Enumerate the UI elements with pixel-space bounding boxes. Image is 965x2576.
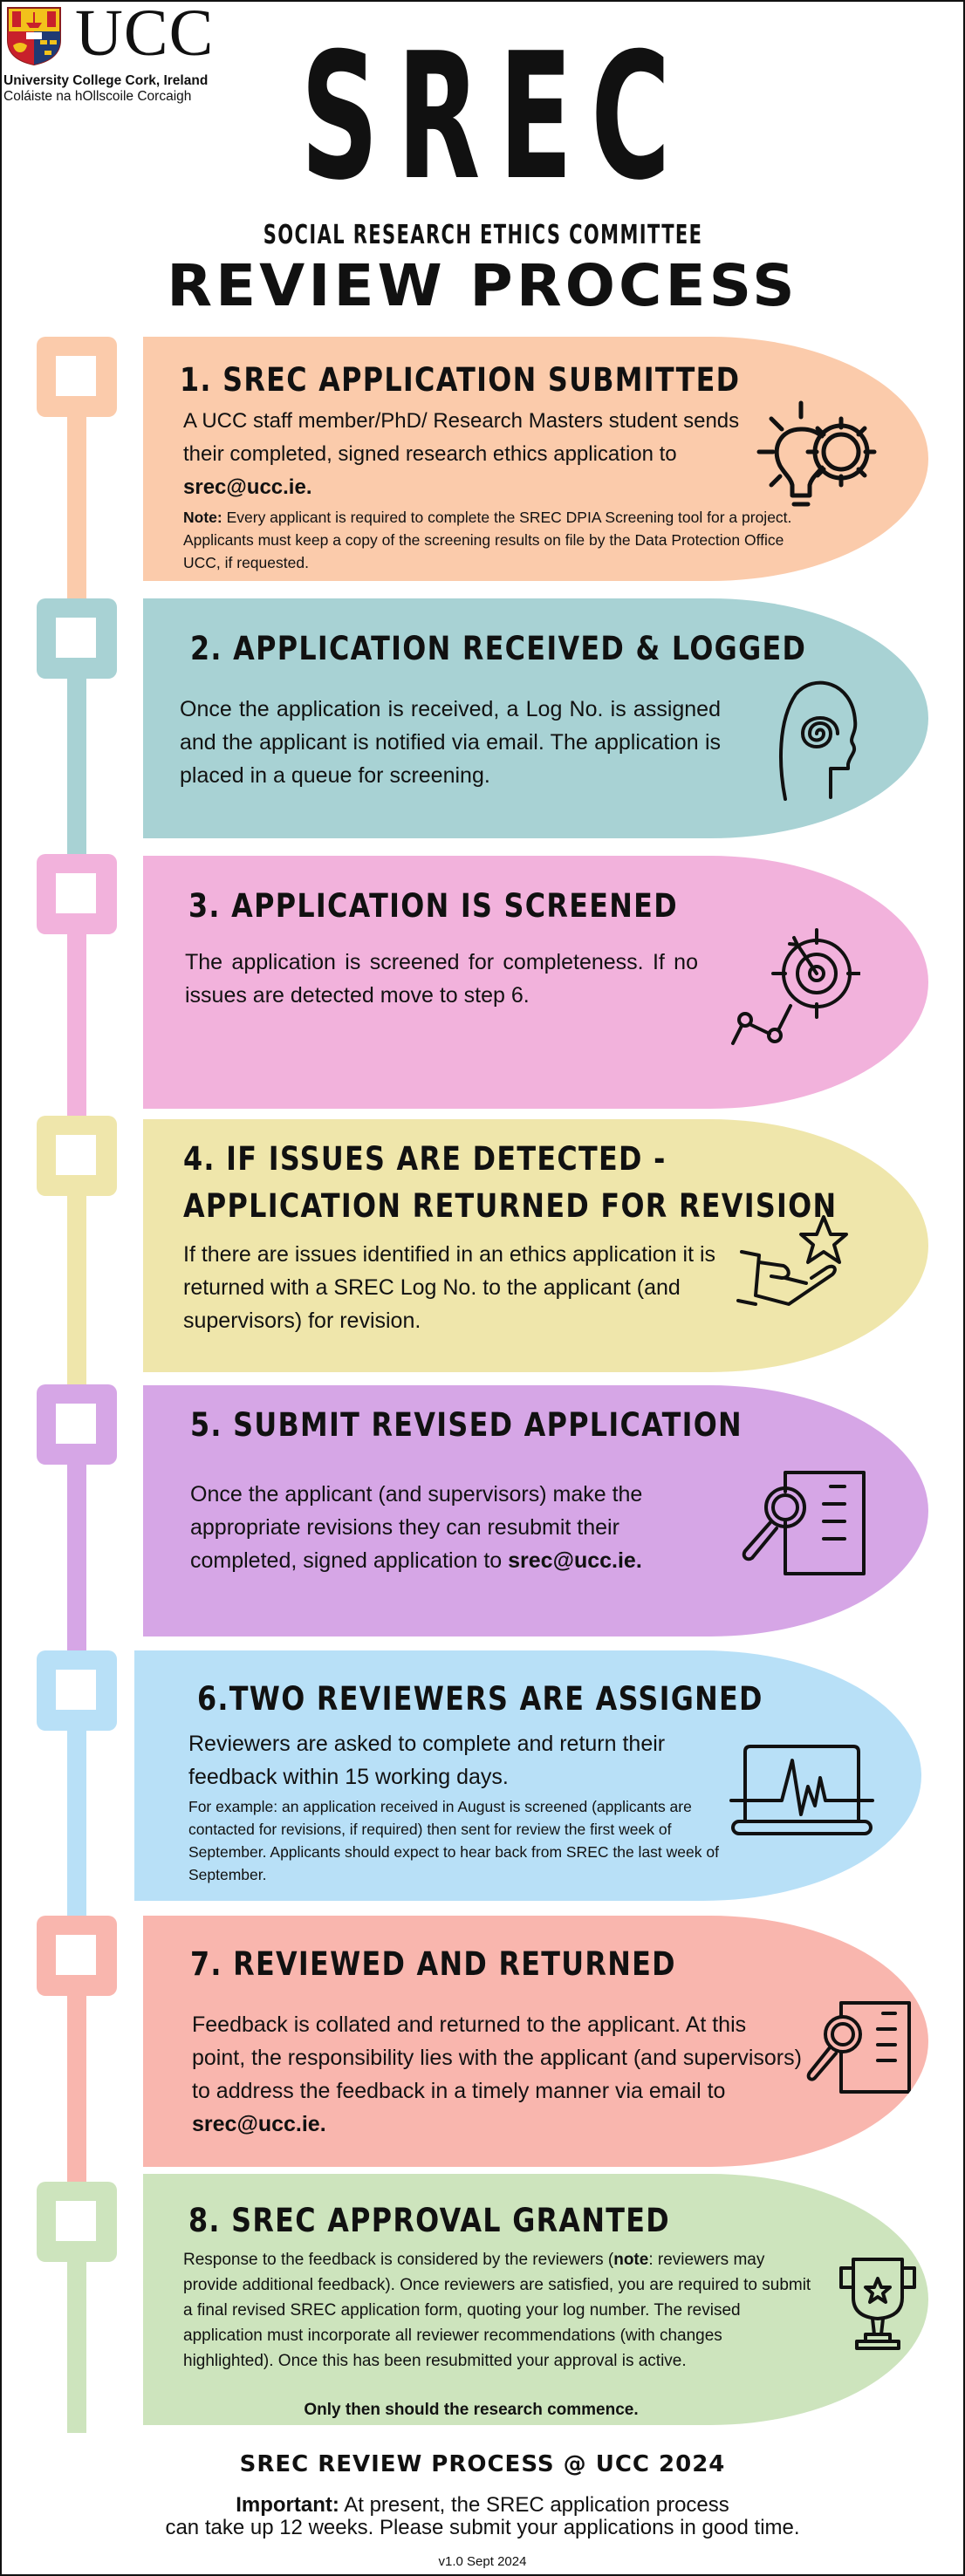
step-body: A UCC staff member/PhD/ Research Masters… <box>183 409 740 499</box>
step-body: The application is screened for complete… <box>185 950 698 1008</box>
step-body: If there are issues identified in an eth… <box>183 1242 716 1333</box>
step-title: 6.TWO REVIEWERS ARE ASSIGNED <box>197 1680 763 1718</box>
timeline-node-hole <box>56 1135 96 1175</box>
timeline-node-hole <box>56 873 96 913</box>
step-title: 1. SREC APPLICATION SUBMITTED <box>180 361 741 399</box>
ucc-name-irish: Coláiste na hOllscoile Corcaigh <box>3 89 192 104</box>
step-title-line2: APPLICATION RETURNED FOR REVISION <box>183 1187 838 1225</box>
document-search-icon <box>804 1999 914 2095</box>
step-card-2: 2. APPLICATION RECEIVED & LOGGED Once th… <box>143 598 928 838</box>
timeline-stem-8 <box>67 2260 86 2433</box>
timeline-node-2 <box>37 598 117 679</box>
step-card-6: 6.TWO REVIEWERS ARE ASSIGNED Reviewers a… <box>134 1650 921 1901</box>
important-note: Important: At present, the SREC applicat… <box>165 2493 800 2539</box>
lightbulb-gear-icon <box>754 398 885 511</box>
trophy-star-icon <box>834 2254 921 2350</box>
timeline-stem-7 <box>67 1994 86 2183</box>
head-spiral-icon <box>778 677 866 803</box>
ucc-wordmark: UCC <box>75 0 215 70</box>
step-title: 2. APPLICATION RECEIVED & LOGGED <box>190 630 807 667</box>
step-closing: Only then should the research commence. <box>304 2401 639 2419</box>
email-link[interactable]: srec@ucc.ie. <box>183 475 312 499</box>
timeline-node-5 <box>37 1384 117 1465</box>
target-arrow-icon <box>729 926 860 1048</box>
ucc-logo: UCC University College Cork, Ireland Col… <box>3 0 222 108</box>
step-card-7: 7. REVIEWED AND RETURNED Feedback is col… <box>143 1916 928 2167</box>
step-body: Once the applicant (and supervisors) mak… <box>190 1482 643 1573</box>
timeline-stem-6 <box>67 1729 86 1917</box>
step-body: Feedback is collated and returned to the… <box>192 2012 802 2136</box>
step-card-1: 1. SREC APPLICATION SUBMITTED A UCC staf… <box>143 337 928 581</box>
page-heading: REVIEW PROCESS <box>167 252 798 319</box>
timeline-stem-2 <box>67 677 86 856</box>
timeline-stem-5 <box>67 1463 86 1652</box>
timeline-node-hole <box>56 1404 96 1444</box>
email-link[interactable]: srec@ucc.ie. <box>508 1548 642 1573</box>
step-card-5: 5. SUBMIT REVISED APPLICATION Once the a… <box>143 1385 928 1636</box>
step-title-line1: 4. IF ISSUES ARE DETECTED - <box>183 1140 667 1178</box>
timeline-node-hole <box>56 1935 96 1975</box>
step-body: Reviewers are asked to complete and retu… <box>188 1732 666 1789</box>
step-title: 8. SREC APPROVAL GRANTED <box>188 2202 670 2239</box>
step-note: Note: Every applicant is required to com… <box>183 509 792 571</box>
ucc-name-english: University College Cork, Ireland <box>3 73 209 88</box>
timeline-node-8 <box>37 2182 117 2262</box>
hand-star-icon <box>736 1213 867 1318</box>
step-body: Once the application is received, a Log … <box>180 697 721 788</box>
timeline-stem-1 <box>67 415 86 598</box>
timeline-node-hole <box>56 2201 96 2241</box>
step-title: 5. SUBMIT REVISED APPLICATION <box>190 1406 743 1444</box>
committee-name: SOCIAL RESEARCH ETHICS COMMITTEE <box>263 220 703 250</box>
timeline-node-hole <box>56 618 96 658</box>
timeline-node-hole <box>56 356 96 396</box>
timeline-stem-4 <box>67 1194 86 1385</box>
timeline-node-4 <box>37 1116 117 1196</box>
timeline-node-3 <box>37 854 117 934</box>
step-body: Response to the feedback is considered b… <box>183 2251 811 2370</box>
ucc-crest-icon <box>5 5 63 66</box>
footer-title: SREC REVIEW PROCESS @ UCC 2024 <box>239 2451 726 2477</box>
step-title: 3. APPLICATION IS SCREENED <box>188 887 678 925</box>
version-label: v1.0 Sept 2024 <box>438 2554 527 2569</box>
step-card-4: 4. IF ISSUES ARE DETECTED - APPLICATION … <box>143 1119 928 1372</box>
step-card-8: 8. SREC APPROVAL GRANTED Response to the… <box>143 2174 928 2425</box>
step-title: 7. REVIEWED AND RETURNED <box>190 1945 676 1983</box>
laptop-heartbeat-icon <box>729 1743 874 1839</box>
step-example: For example: an application received in … <box>188 1798 719 1883</box>
timeline-node-1 <box>37 337 117 417</box>
timeline-node-hole <box>56 1670 96 1710</box>
document-search-icon <box>736 1469 867 1578</box>
timeline-node-7 <box>37 1916 117 1996</box>
timeline-stem-3 <box>67 933 86 1117</box>
step-card-3: 3. APPLICATION IS SCREENED The applicati… <box>143 856 928 1109</box>
timeline-node-6 <box>37 1650 117 1731</box>
email-link[interactable]: srec@ucc.ie. <box>192 2112 326 2136</box>
page-title: SREC <box>300 16 689 219</box>
